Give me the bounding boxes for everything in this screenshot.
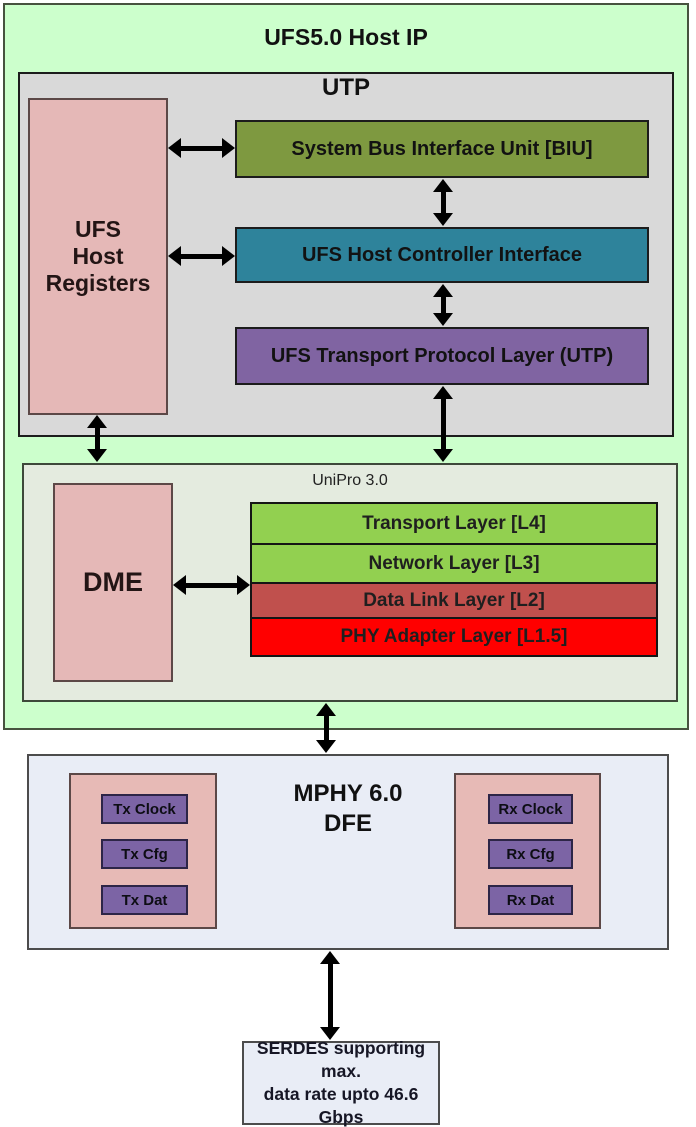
rx-dat-label: Rx Dat <box>506 891 555 909</box>
arrow-registers-unipro <box>87 415 107 462</box>
serdes-label-line1: SERDES supporting max. <box>256 1038 426 1081</box>
utp-title: UTP <box>322 74 370 101</box>
arrow-dme-unipro-stack <box>173 575 250 595</box>
dme-box: DME <box>53 483 173 682</box>
ufs-host-controller-interface-box: UFS Host Controller Interface <box>235 227 649 283</box>
mphy-title-line1: MPHY 6.0 <box>293 780 403 807</box>
arrow-uhci-utp-layer <box>433 284 453 326</box>
phy-adapter-layer-label: PHY Adapter Layer [L1.5] <box>340 626 568 647</box>
system-bus-interface-unit-box: System Bus Interface Unit [BIU] <box>235 120 649 178</box>
network-layer-row: Network Layer [L3] <box>250 543 658 584</box>
ufs-host-registers-box: UFS Host Registers <box>28 98 168 415</box>
mphy-title-line2: DFE <box>324 810 372 837</box>
arrow-registers-uhci <box>168 246 235 266</box>
arrow-mphy-serdes <box>320 951 340 1040</box>
registers-label-line2: Host <box>72 243 124 269</box>
tx-dat-block: Tx Dat <box>101 885 188 915</box>
rx-clock-block: Rx Clock <box>488 794 573 824</box>
arrow-biu-uhci <box>433 179 453 226</box>
rx-cfg-block: Rx Cfg <box>488 839 573 869</box>
arrow-registers-biu <box>168 138 235 158</box>
tx-clock-block: Tx Clock <box>101 794 188 824</box>
registers-label-line3: Registers <box>45 270 151 296</box>
transport-layer-label: Transport Layer [L4] <box>362 512 546 534</box>
biu-label: System Bus Interface Unit [BIU] <box>291 137 593 160</box>
tx-lane-group: Tx Clock Tx Cfg Tx Dat <box>69 773 217 929</box>
tx-dat-label: Tx Dat <box>121 891 168 909</box>
unipro-layer-stack: Transport Layer [L4] Network Layer [L3] … <box>250 502 658 657</box>
arrow-unipro-mphy <box>316 703 336 753</box>
serdes-label-line2: data rate upto 46.6 Gbps <box>263 1084 419 1127</box>
ufs-transport-protocol-layer-box: UFS Transport Protocol Layer (UTP) <box>235 327 649 385</box>
tx-cfg-block: Tx Cfg <box>101 839 188 869</box>
host-ip-title: UFS5.0 Host IP <box>264 24 428 50</box>
tx-cfg-label: Tx Cfg <box>121 845 168 863</box>
rx-clock-label: Rx Clock <box>498 800 563 818</box>
transport-layer-row: Transport Layer [L4] <box>250 502 658 545</box>
data-link-layer-label: Data Link Layer [L2] <box>363 589 545 611</box>
mphy-title: MPHY 6.0 DFE <box>27 779 669 839</box>
phy-adapter-layer-row: PHY Adapter Layer [L1.5] <box>250 617 658 657</box>
rx-cfg-label: Rx Cfg <box>506 845 555 863</box>
utp-layer-label: UFS Transport Protocol Layer (UTP) <box>270 344 614 367</box>
unipro-title: UniPro 3.0 <box>312 472 388 489</box>
dme-label: DME <box>83 567 143 597</box>
rx-lane-group: Rx Clock Rx Cfg Rx Dat <box>454 773 601 929</box>
network-layer-label: Network Layer [L3] <box>368 552 540 574</box>
serdes-box: SERDES supporting max. data rate upto 46… <box>242 1038 440 1127</box>
data-link-layer-row: Data Link Layer [L2] <box>250 582 658 619</box>
uhci-label: UFS Host Controller Interface <box>301 243 583 266</box>
arrow-utp-layer-unipro <box>433 386 453 462</box>
rx-dat-block: Rx Dat <box>488 885 573 915</box>
tx-clock-label: Tx Clock <box>113 800 176 818</box>
registers-label-line1: UFS <box>75 216 121 242</box>
